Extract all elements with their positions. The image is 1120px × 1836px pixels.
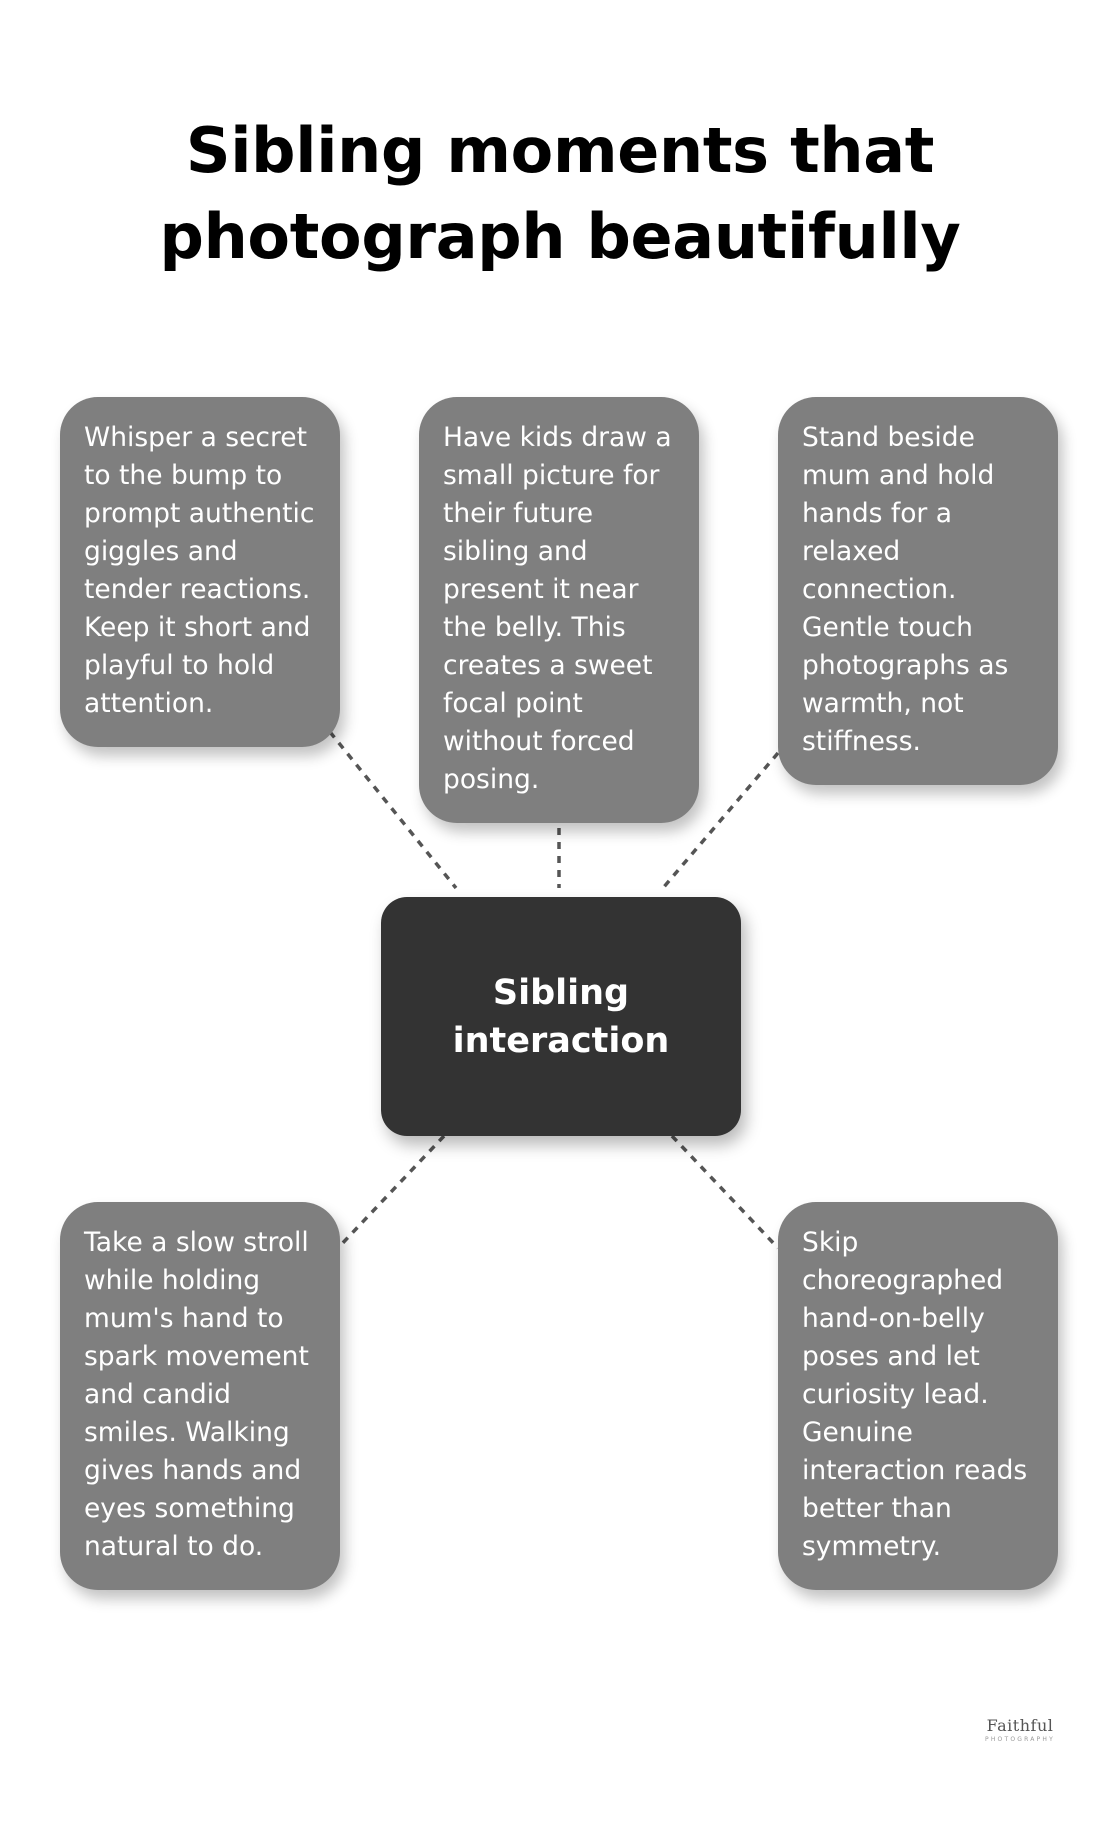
tip-card-whisper-secret: Whisper a secret to the bump to prompt a…: [60, 397, 340, 747]
tip-text: Have kids draw a small picture for their…: [443, 422, 672, 795]
tip-text: Take a slow stroll while holding mum's h…: [84, 1227, 309, 1562]
connector-tip-4: [336, 1134, 446, 1250]
brand-logo: Faithful PHOTOGRAPHY: [970, 1716, 1070, 1743]
tip-card-hold-hands: Stand beside mum and hold hands for a re…: [778, 397, 1058, 785]
tip-card-skip-choreography: Skip choreographed hand-on-belly poses a…: [778, 1202, 1058, 1590]
tip-card-draw-picture: Have kids draw a small picture for their…: [419, 397, 699, 823]
connector-tip-5: [670, 1134, 780, 1250]
brand-tagline: PHOTOGRAPHY: [985, 1736, 1055, 1743]
connector-tip-3: [661, 751, 780, 890]
center-label: Sibling interaction: [452, 972, 670, 1061]
connector-tip-1: [328, 730, 458, 890]
page-title: Sibling moments that photograph beautifu…: [159, 114, 961, 273]
brand-name: Faithful: [986, 1716, 1054, 1735]
center-node: Sibling interaction: [381, 897, 741, 1136]
tip-text: Whisper a secret to the bump to prompt a…: [84, 422, 315, 719]
tip-text: Stand beside mum and hold hands for a re…: [802, 422, 1009, 757]
tip-card-slow-stroll: Take a slow stroll while holding mum's h…: [60, 1202, 340, 1590]
tip-text: Skip choreographed hand-on-belly poses a…: [802, 1227, 1028, 1562]
